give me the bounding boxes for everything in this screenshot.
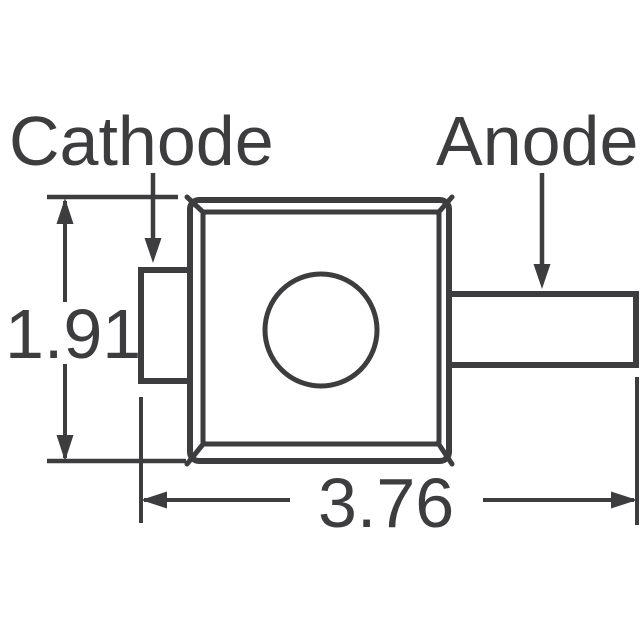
cathode-arrowhead-down-icon: [144, 238, 162, 263]
height-dimension-value: 1.91: [5, 295, 141, 373]
bevel-edge-top-right: [435, 194, 455, 216]
cathode-label: Cathode: [9, 102, 274, 180]
arrowhead-down-icon: [56, 435, 74, 461]
width-dimension: 3.76: [139, 377, 639, 542]
arrowhead-right-icon: [611, 491, 637, 509]
height-dimension: 1.91: [5, 194, 186, 464]
cathode-tab: [138, 267, 196, 384]
anode-pointer-arrow: [533, 173, 551, 289]
bevel-edges: [184, 194, 455, 467]
anode-lead: [442, 291, 639, 368]
anode-label: Anode: [436, 102, 638, 180]
width-dimension-value: 3.76: [318, 464, 454, 542]
package-body-inner-face: [200, 209, 442, 447]
bevel-edge-bottom-right: [435, 440, 455, 467]
cathode-pointer-arrow: [144, 173, 162, 263]
bevel-edge-top-left: [184, 194, 207, 216]
bevel-edge-bottom-left: [184, 440, 207, 467]
lens-circle: [262, 271, 380, 389]
anode-arrowhead-down-icon: [533, 264, 551, 289]
arrowhead-left-icon: [141, 491, 167, 509]
arrowhead-up-icon: [56, 198, 74, 224]
